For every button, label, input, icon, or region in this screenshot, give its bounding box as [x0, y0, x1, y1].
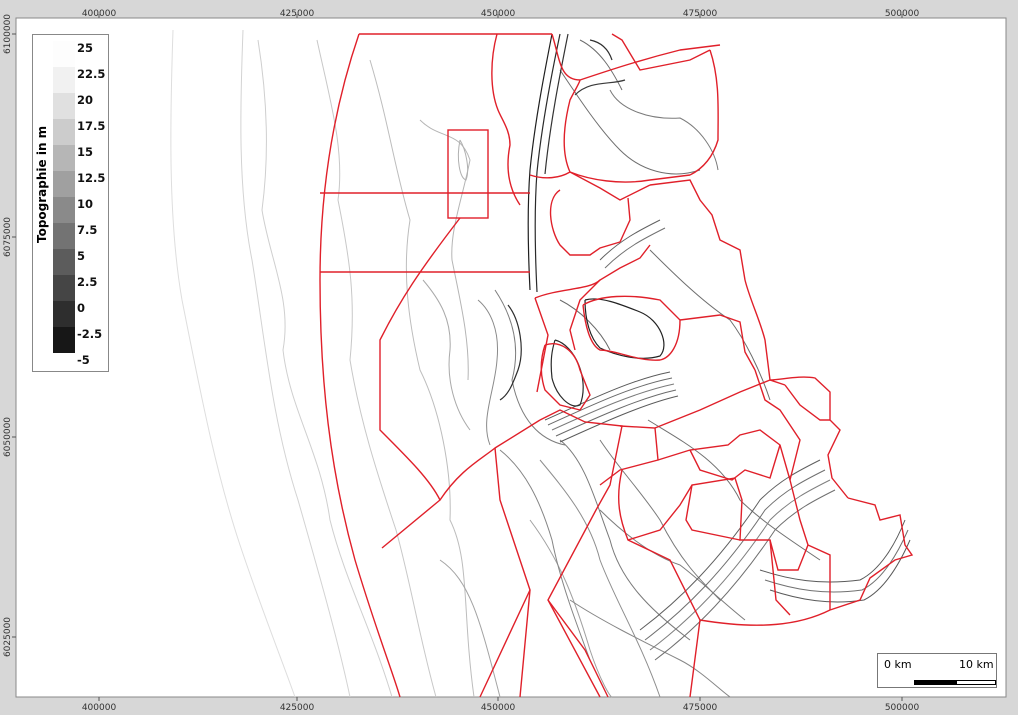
y-tick-label: 6050000: [3, 416, 13, 458]
scale-white-segment: [956, 680, 996, 685]
wadden-boundary-l: [769, 539, 791, 616]
left-coordinate-strip: [0, 0, 16, 715]
y-tick-label: 6100000: [3, 13, 13, 55]
contours-medium: [477, 69, 821, 698]
topography-legend: Topographie in m 25 22.5 20 17.5 15 12.5…: [32, 34, 109, 372]
wadden-boundary-k: [685, 484, 741, 541]
north-east-boundary: [689, 49, 719, 176]
tidal-boundary-e: [547, 599, 609, 698]
contours-channels: [544, 39, 911, 661]
legend-swatch-22-5: [53, 67, 75, 93]
x-tick-bottom-450000: 450000: [480, 703, 516, 713]
tidal-boundary-d: [539, 409, 623, 698]
x-tick-top-400000: 400000: [81, 9, 117, 19]
contours-light: [170, 29, 613, 698]
legend-label: 5: [77, 249, 86, 263]
legend-label: 12.5: [77, 171, 106, 185]
legend-swatch-7-5: [53, 223, 75, 249]
legend-label: 25: [77, 41, 94, 55]
y-tick-label: 6075000: [3, 216, 13, 258]
legend-label: -2.5: [77, 327, 103, 341]
tidal-boundary-b: [479, 447, 531, 698]
legend-label: 17.5: [77, 119, 106, 133]
wadden-boundary-i: [689, 444, 781, 481]
legend-swatch-25: [53, 41, 75, 67]
x-tick-bottom-425000: 425000: [279, 703, 315, 713]
island-mid-boundary-b: [649, 179, 746, 281]
mainland-boundary-e: [754, 369, 801, 481]
x-tick-top-500000: 500000: [884, 9, 920, 19]
legend-label: 20: [77, 93, 94, 107]
scale-end-label: 10 km: [959, 658, 994, 671]
y-tick-6050000: 6050000: [1, 407, 15, 467]
tidal-boundary-g: [617, 469, 701, 698]
top-coordinate-strip: [0, 0, 1018, 18]
y-tick-6025000: 6025000: [1, 607, 15, 667]
boundary-lines: [319, 33, 914, 698]
y-tick-6075000: 6075000: [1, 207, 15, 267]
mainland-boundary-a: [769, 376, 849, 499]
legend-swatch-2-5: [53, 275, 75, 301]
island-north-boundary: [563, 79, 691, 183]
legend-label: 15: [77, 145, 94, 159]
axis-ticks: [12, 14, 903, 701]
legend-label: 2.5: [77, 275, 98, 289]
central-island-boundary: [582, 295, 681, 361]
map-canvas: [15, 17, 1007, 698]
south-west-boundary: [379, 217, 461, 549]
small-box-boundary: [447, 129, 489, 219]
scale-bar: 0 km 10 km: [877, 653, 997, 688]
legend-swatch-5: [53, 249, 75, 275]
wadden-boundary-g: [654, 379, 771, 429]
island-mid-boundary-c: [744, 279, 786, 386]
mainland-boundary-b: [829, 497, 914, 611]
wadden-boundary-c: [534, 244, 651, 299]
contours-coastline: [499, 33, 665, 407]
x-tick-top-450000: 450000: [480, 9, 516, 19]
y-tick-6100000: 6100000: [1, 4, 15, 64]
legend-swatch-minus-5: [53, 353, 75, 365]
legend-label: 22.5: [77, 67, 106, 81]
wadden-boundary-j: [627, 477, 809, 571]
inner-west-boundary: [491, 33, 521, 206]
legend-swatch-minus-2-5: [53, 327, 75, 353]
x-tick-bottom-475000: 475000: [682, 703, 718, 713]
legend-swatch-15: [53, 145, 75, 171]
mainland-boundary-d: [784, 384, 830, 421]
legend-label: 0: [77, 301, 86, 315]
tidal-boundary-c: [519, 589, 531, 698]
legend-swatch-20: [53, 93, 75, 119]
north-inner-boundary-2: [611, 33, 711, 71]
small-island-boundary: [540, 343, 591, 411]
legend-swatch-12-5: [53, 171, 75, 197]
legend-swatch-17-5: [53, 119, 75, 145]
wadden-boundary-e: [534, 297, 549, 393]
island-mid-boundary-a: [529, 171, 651, 201]
legend-title: Topographie in m: [35, 125, 49, 243]
wadden-boundary-d: [569, 279, 601, 351]
legend-swatch-10: [53, 197, 75, 223]
right-coordinate-strip: [1006, 0, 1018, 715]
scale-start-label: 0 km: [884, 658, 912, 671]
x-tick-bottom-400000: 400000: [81, 703, 117, 713]
wadden-boundary-f: [679, 314, 756, 371]
x-tick-bottom-500000: 500000: [884, 703, 920, 713]
north-inner-boundary: [551, 33, 721, 81]
outer-arc-boundary: [319, 33, 401, 698]
x-tick-top-475000: 475000: [682, 9, 718, 19]
legend-label: 10: [77, 197, 94, 211]
wadden-boundary-b: [619, 197, 631, 243]
bottom-coordinate-strip: [0, 697, 1018, 715]
legend-swatch-0: [53, 301, 75, 327]
tidal-boundary-h: [699, 609, 831, 626]
scale-black-segment: [914, 680, 956, 685]
legend-label: -5: [77, 353, 90, 367]
legend-label: 7.5: [77, 223, 98, 237]
x-tick-top-425000: 425000: [279, 9, 315, 19]
wadden-boundary-a: [549, 189, 621, 256]
y-tick-label: 6025000: [3, 616, 13, 658]
